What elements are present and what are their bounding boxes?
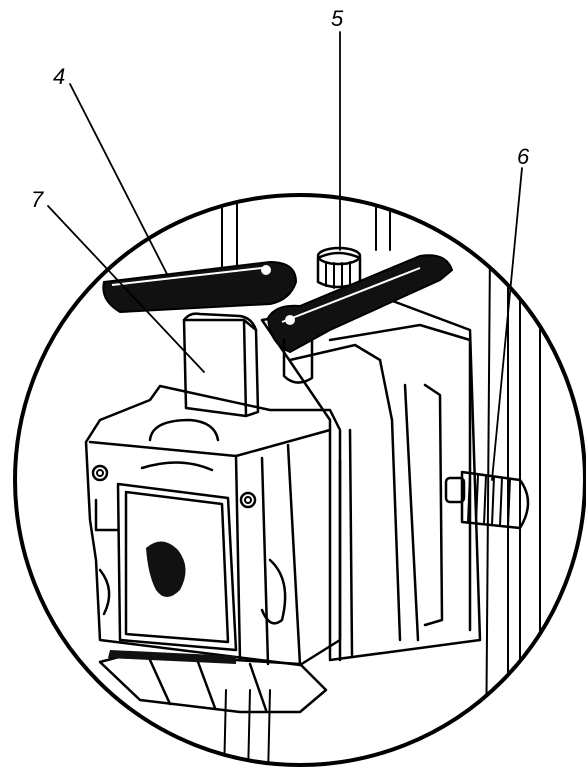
- bottom-wedge: [98, 650, 328, 714]
- mechanism-drawing: [84, 195, 541, 765]
- top-knob: [316, 246, 362, 289]
- callout-6: 6: [517, 144, 530, 169]
- callout-7: 7: [31, 187, 44, 212]
- lever-left: [102, 260, 298, 314]
- side-knob: [444, 470, 530, 530]
- callout-4: 4: [53, 64, 66, 89]
- callout-5: 5: [331, 6, 344, 31]
- leader-lines: [47, 31, 523, 481]
- slide-plate: [182, 312, 260, 418]
- clamp-pad: [116, 482, 238, 652]
- lever-right: [266, 254, 454, 384]
- magnifier-circle: [13, 193, 586, 767]
- front-block: [84, 384, 342, 667]
